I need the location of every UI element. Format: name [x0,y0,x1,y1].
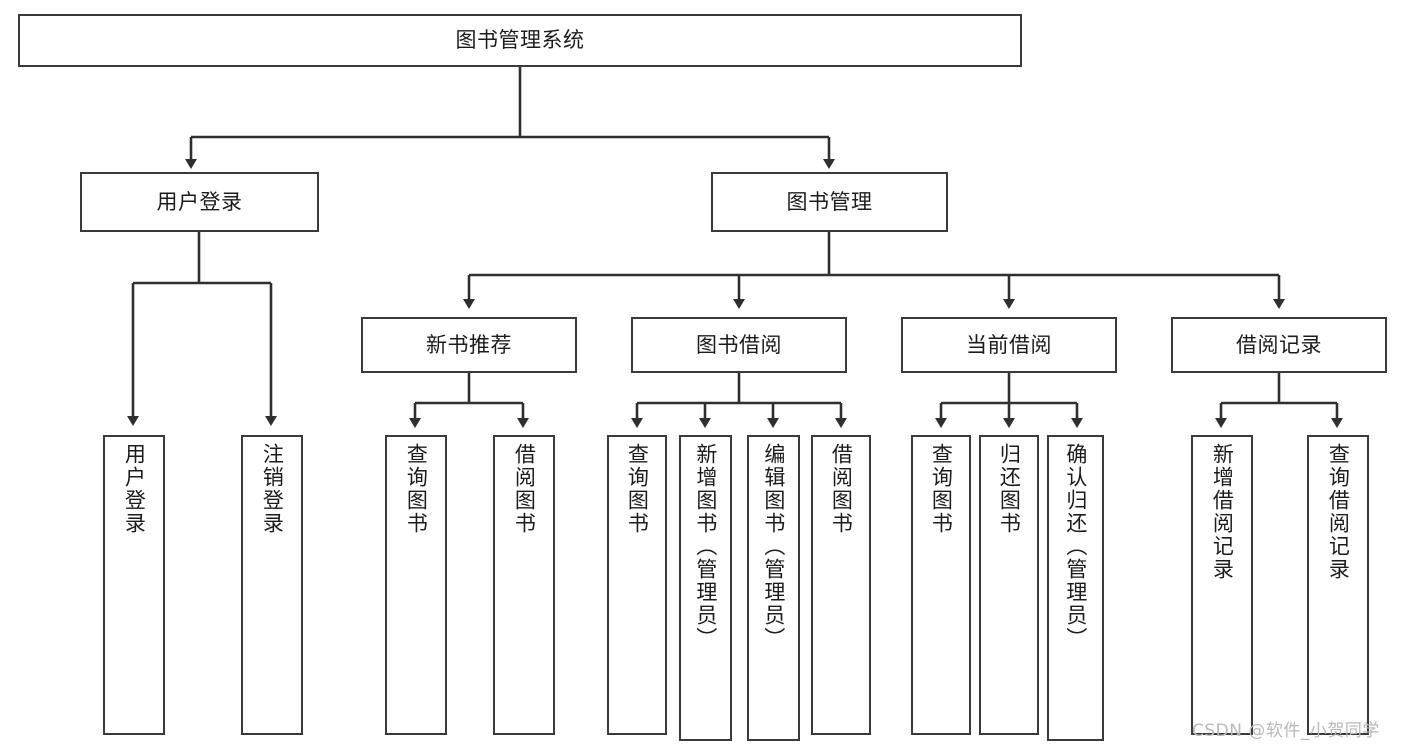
leaf-borrow-add-book-admin[interactable]: 新增图书（管理员） [679,435,732,741]
leaf-recommend-query-book[interactable]: 查询图书 [385,435,447,735]
node-current-borrow[interactable]: 当前借阅 [901,317,1117,373]
leaf-user-login-logout[interactable]: 注销登录 [241,435,303,735]
node-label: 借阅图书 [512,443,537,535]
leaf-current-confirm-return-admin[interactable]: 确认归还（管理员） [1047,435,1104,741]
leaf-recommend-borrow-book[interactable]: 借阅图书 [493,435,555,735]
node-book-borrow[interactable]: 图书借阅 [631,317,847,373]
node-label: 新增借阅记录 [1210,443,1235,581]
node-label: 新增图书（管理员） [693,443,718,650]
node-label: 查询借阅记录 [1326,443,1351,581]
node-label: 新书推荐 [426,332,512,357]
node-label: 编辑图书（管理员） [761,443,786,650]
node-label: 用户登录 [122,443,147,535]
node-label: 查询图书 [929,443,954,535]
node-book-management[interactable]: 图书管理 [711,172,948,232]
leaf-borrow-edit-book-admin[interactable]: 编辑图书（管理员） [747,435,800,741]
node-borrow-record[interactable]: 借阅记录 [1171,317,1387,373]
node-label: 注销登录 [260,443,285,535]
watermark: CSDN @软件_小贺同学 [1192,721,1380,741]
leaf-borrow-borrow-book[interactable]: 借阅图书 [811,435,871,735]
leaf-borrow-query-book[interactable]: 查询图书 [607,435,667,735]
node-label: 当前借阅 [966,332,1052,357]
node-label: 借阅图书 [829,443,854,535]
node-label: 查询图书 [404,443,429,535]
node-label: 图书借阅 [696,332,782,357]
node-label: 借阅记录 [1236,332,1322,357]
node-user-login[interactable]: 用户登录 [80,172,319,232]
leaf-user-login-login[interactable]: 用户登录 [103,435,165,735]
node-root-system[interactable]: 图书管理系统 [18,14,1022,67]
node-label: 用户登录 [156,189,243,214]
node-label: 归还图书 [997,443,1022,535]
leaf-current-return-book[interactable]: 归还图书 [979,435,1039,735]
leaf-record-query-record[interactable]: 查询借阅记录 [1307,435,1369,735]
node-label: 查询图书 [625,443,650,535]
node-label: 确认归还（管理员） [1063,443,1088,650]
node-new-book-recommend[interactable]: 新书推荐 [361,317,577,373]
node-label: 图书管理 [786,189,873,214]
leaf-current-query-book[interactable]: 查询图书 [911,435,971,735]
node-label: 图书管理系统 [455,28,585,53]
leaf-record-add-record[interactable]: 新增借阅记录 [1191,435,1253,735]
